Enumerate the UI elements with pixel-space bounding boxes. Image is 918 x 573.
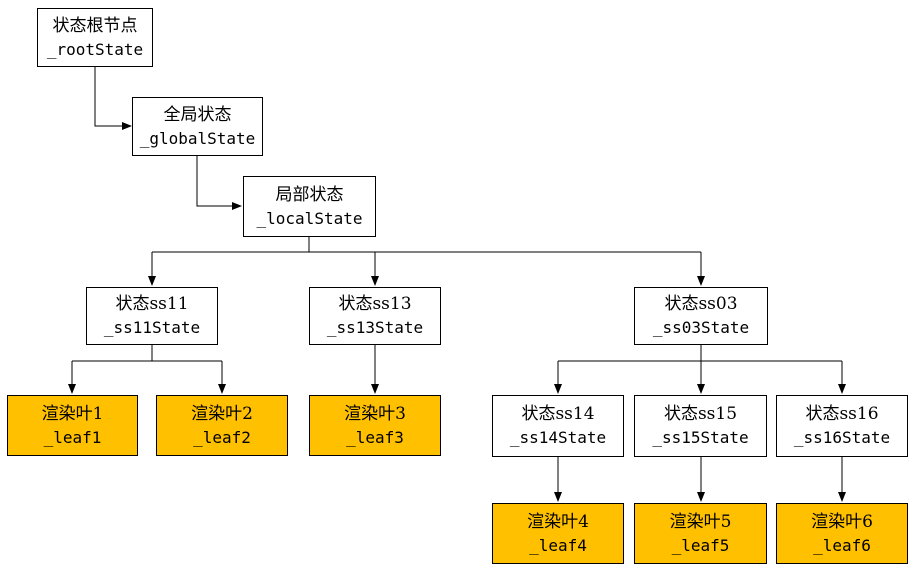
node-code: _leaf3 (346, 427, 404, 447)
node-title: 局部状态 (275, 184, 344, 205)
node-leaf1: 渲染叶1 _leaf1 (7, 395, 138, 456)
node-leaf5: 渲染叶5 _leaf5 (634, 503, 767, 564)
node-code: _ss13State (326, 318, 424, 337)
node-code: _ss14State (509, 428, 607, 447)
node-ss14-state: 状态ss14 _ss14State (492, 395, 624, 457)
connector-ss11-bus (72, 345, 222, 362)
node-title: 渲染叶1 (41, 403, 104, 424)
node-ss03-state: 状态ss03 _ss03State (634, 287, 768, 345)
node-leaf4: 渲染叶4 _leaf4 (492, 503, 624, 564)
node-ss11-state: 状态ss11 _ss11State (86, 287, 218, 345)
node-code: _ss03State (652, 318, 750, 337)
node-code: _rootState (46, 39, 144, 59)
node-leaf6: 渲染叶6 _leaf6 (776, 503, 908, 564)
node-title: 状态ss13 (338, 294, 412, 314)
node-code: _leaf5 (671, 535, 730, 555)
node-code: _ss16State (793, 428, 891, 447)
node-title: 渲染叶3 (344, 403, 406, 424)
node-ss13-state: 状态ss13 _ss13State (309, 287, 441, 345)
node-title: 渲染叶5 (669, 511, 732, 532)
node-title: 状态ss14 (521, 404, 595, 424)
node-title: 状态根节点 (52, 15, 138, 36)
node-title: 渲染叶4 (527, 511, 589, 532)
node-title: 全局状态 (163, 104, 232, 125)
node-code: _localState (256, 208, 363, 228)
connector-ss03-bus (558, 345, 842, 362)
node-title: 状态ss03 (664, 294, 738, 314)
node-title: 状态ss16 (805, 404, 879, 424)
node-local-state: 局部状态 _localState (243, 176, 376, 237)
node-global-state: 全局状态 _globalState (132, 97, 263, 156)
node-code: _leaf2 (193, 427, 251, 447)
node-root-state: 状态根节点 _rootState (37, 8, 153, 67)
node-ss16-state: 状态ss16 _ss16State (776, 395, 908, 457)
node-title: 状态ss11 (115, 294, 189, 314)
node-code: _leaf6 (813, 535, 871, 555)
node-code: _ss15State (652, 428, 749, 447)
node-leaf3: 渲染叶3 _leaf3 (309, 395, 441, 456)
connector-local-bus (152, 237, 701, 253)
node-code: _ss11State (103, 318, 201, 337)
node-ss15-state: 状态ss15 _ss15State (634, 395, 767, 457)
node-code: _globalState (139, 128, 256, 148)
connector-root-global (94, 67, 132, 130)
node-title: 渲染叶2 (191, 403, 253, 424)
node-leaf2: 渲染叶2 _leaf2 (156, 395, 288, 456)
connector-global-local (196, 156, 242, 210)
node-code: _leaf1 (43, 427, 102, 447)
node-title: 状态ss15 (663, 404, 738, 424)
node-title: 渲染叶6 (811, 511, 873, 532)
node-code: _leaf4 (529, 535, 587, 555)
